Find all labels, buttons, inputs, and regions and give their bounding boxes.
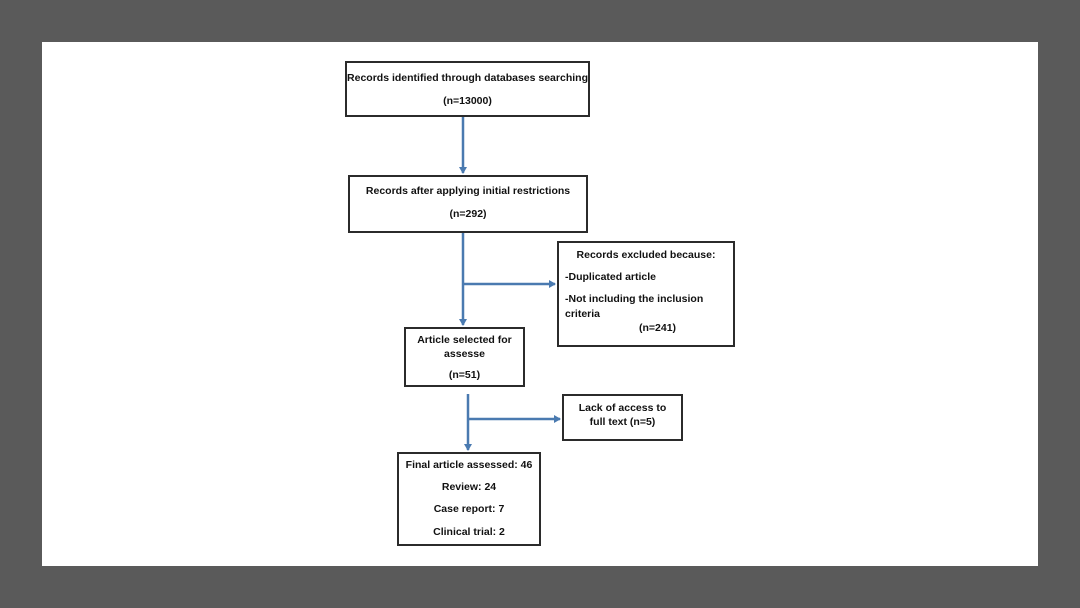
restrictions-count: (n=292) bbox=[449, 208, 487, 221]
selected-count: (n=51) bbox=[448, 369, 481, 382]
box-lack-of-access: Lack of access to full text (n=5) bbox=[562, 394, 683, 441]
final-case-report: Case report: 7 bbox=[433, 503, 505, 516]
restrictions-line1: Records after applying initial restricti… bbox=[365, 185, 571, 197]
identified-count: (n=13000) bbox=[443, 95, 492, 108]
flow-connectors bbox=[459, 117, 561, 451]
box-final-assessed: Final article assessed: 46 Review: 24 Ca… bbox=[397, 452, 541, 546]
final-review: Review: 24 bbox=[441, 481, 497, 494]
box-records-identified: Records identified through databases sea… bbox=[345, 61, 590, 117]
box-records-after-restrictions: Records after applying initial restricti… bbox=[348, 175, 588, 233]
excluded-heading: Records excluded because: bbox=[576, 249, 716, 261]
excluded-item-inclusion-criteria: -Not including the inclusion criteria bbox=[565, 293, 704, 320]
lack-access-text: Lack of access to full text (n=5) bbox=[578, 402, 667, 429]
excluded-item-duplicated: -Duplicated article bbox=[565, 271, 657, 284]
final-clinical-trial: Clinical trial: 2 bbox=[433, 525, 505, 538]
box-article-selected: Article selected for assesse (n=51) bbox=[404, 327, 525, 387]
slide-canvas: Records identified through databases sea… bbox=[42, 42, 1038, 566]
selected-line1: Article selected for assesse bbox=[417, 334, 512, 361]
excluded-count: (n=241) bbox=[639, 321, 677, 334]
identified-line1: Records identified through databases sea… bbox=[347, 72, 588, 84]
box-records-excluded: Records excluded because: -Duplicated ar… bbox=[557, 241, 735, 347]
final-total: Final article assessed: 46 bbox=[405, 459, 533, 471]
